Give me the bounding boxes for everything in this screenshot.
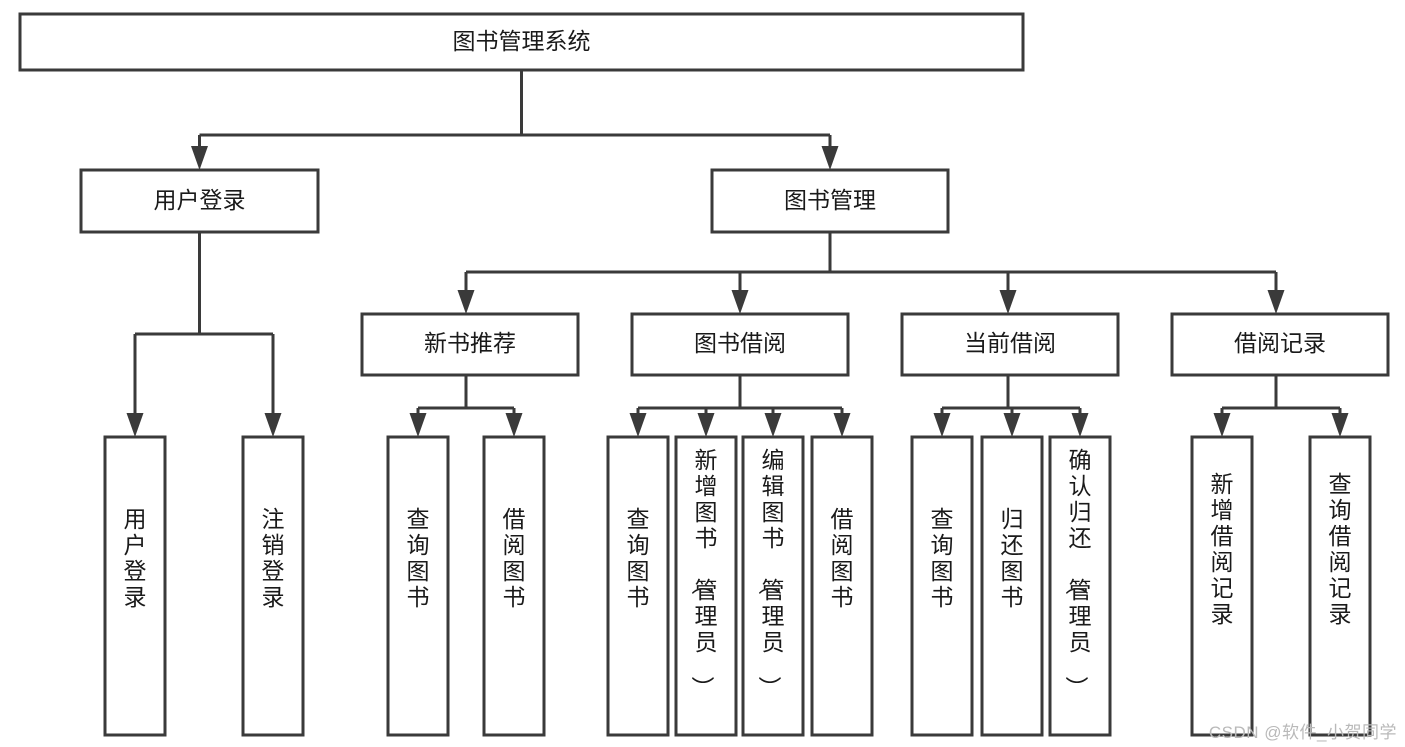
borrow-records-box[interactable]	[1170, 312, 1390, 377]
arrow-to-leaf-return-book	[1003, 413, 1021, 437]
leaf-query-record-label: 查询借阅记录	[1329, 471, 1352, 627]
arrow-to-book-management	[821, 146, 839, 170]
arrow-to-leaf-add-book	[697, 413, 715, 437]
leaf-logout-label: 注销登录	[262, 506, 285, 610]
arrow-to-new-book-recommend	[457, 290, 475, 314]
arrow-to-borrow-records	[1267, 290, 1285, 314]
arrow-to-leaf-query-book-2	[629, 413, 647, 437]
new-book-recommend-box[interactable]	[360, 312, 580, 377]
node-leaf-query-book-2[interactable]: 查询图书	[606, 435, 670, 737]
leaf-borrow-book-2-box[interactable]	[810, 435, 874, 737]
arrow-to-leaf-confirm-return	[1071, 413, 1089, 437]
current-borrow-label: 当前借阅	[964, 330, 1056, 356]
arrow-to-book-borrow	[731, 290, 749, 314]
connector-layer	[126, 70, 1349, 437]
leaf-user-login-label: 用户登录	[124, 506, 147, 610]
arrow-to-leaf-logout	[264, 413, 282, 437]
node-leaf-borrow-book-1[interactable]: 借阅图书	[482, 435, 546, 737]
node-leaf-borrow-book-2[interactable]: 借阅图书	[810, 435, 874, 737]
node-leaf-logout[interactable]: 注销登录	[241, 435, 305, 737]
leaf-confirm-return-box[interactable]	[1048, 435, 1112, 737]
borrow-records-label: 借阅记录	[1234, 330, 1326, 356]
arrow-to-leaf-borrow-book-1	[505, 413, 523, 437]
arrow-to-leaf-user-login	[126, 413, 144, 437]
leaf-query-book-3-label: 查询图书	[931, 506, 954, 610]
arrow-to-leaf-query-record	[1331, 413, 1349, 437]
node-current-borrow[interactable]: 当前借阅	[900, 312, 1120, 377]
arrow-to-leaf-edit-book	[764, 413, 782, 437]
leaf-return-book-label: 归还图书	[1001, 506, 1024, 610]
leaf-logout-box[interactable]	[241, 435, 305, 737]
root-label: 图书管理系统	[453, 28, 591, 54]
node-leaf-add-book[interactable]: 新增图书（管理员）	[674, 435, 738, 737]
node-root[interactable]: 图书管理系统	[18, 12, 1025, 72]
node-leaf-user-login[interactable]: 用户登录	[103, 435, 167, 737]
leaf-borrow-book-1-box[interactable]	[482, 435, 546, 737]
leaf-add-book-box[interactable]	[674, 435, 738, 737]
book-management-label: 图书管理	[784, 187, 876, 213]
leaf-add-record-box[interactable]	[1190, 435, 1254, 737]
node-leaf-query-record[interactable]: 查询借阅记录	[1308, 435, 1372, 737]
leaf-add-record-label: 新增借阅记录	[1211, 471, 1234, 627]
leaf-query-book-1-box[interactable]	[386, 435, 450, 737]
node-user-login[interactable]: 用户登录	[79, 168, 320, 234]
book-borrow-box[interactable]	[630, 312, 850, 377]
book-management-box[interactable]	[710, 168, 950, 234]
new-book-recommend-label: 新书推荐	[424, 330, 516, 356]
node-leaf-add-record[interactable]: 新增借阅记录	[1190, 435, 1254, 737]
leaf-borrow-book-2-label: 借阅图书	[831, 506, 854, 610]
leaf-node-group: 用户登录 注销登录 查询图书 借阅图书 查询图书 新增图书（管理员）	[103, 435, 1372, 737]
leaf-query-book-2-label: 查询图书	[627, 506, 650, 610]
arrow-to-current-borrow	[999, 290, 1017, 314]
leaf-user-login-box[interactable]	[103, 435, 167, 737]
node-leaf-confirm-return[interactable]: 确认归还（管理员）	[1048, 435, 1112, 737]
node-new-book-recommend[interactable]: 新书推荐	[360, 312, 580, 377]
leaf-edit-book-label: 编辑图书（管理员）	[757, 447, 785, 699]
node-book-management[interactable]: 图书管理	[710, 168, 950, 234]
root-box[interactable]	[18, 12, 1025, 72]
node-leaf-query-book-1[interactable]: 查询图书	[386, 435, 450, 737]
current-borrow-box[interactable]	[900, 312, 1120, 377]
leaf-borrow-book-1-label: 借阅图书	[503, 506, 526, 610]
leaf-return-book-box[interactable]	[980, 435, 1044, 737]
user-login-box[interactable]	[79, 168, 320, 234]
arrow-to-leaf-borrow-book-2	[833, 413, 851, 437]
leaf-confirm-return-label: 确认归还（管理员）	[1064, 447, 1092, 699]
arrow-to-leaf-query-book-1	[409, 413, 427, 437]
leaf-query-book-2-box[interactable]	[606, 435, 670, 737]
arrow-to-leaf-add-record	[1213, 413, 1231, 437]
node-leaf-edit-book[interactable]: 编辑图书（管理员）	[741, 435, 805, 737]
csdn-watermark: CSDN @软件_小贺同学	[1208, 723, 1397, 742]
leaf-query-book-1-label: 查询图书	[407, 506, 430, 610]
node-leaf-query-book-3[interactable]: 查询图书	[910, 435, 974, 737]
leaf-query-record-box[interactable]	[1308, 435, 1372, 737]
arrow-to-leaf-query-book-3	[933, 413, 951, 437]
node-leaf-return-book[interactable]: 归还图书	[980, 435, 1044, 737]
user-login-label: 用户登录	[154, 187, 246, 213]
node-book-borrow[interactable]: 图书借阅	[630, 312, 850, 377]
arrow-to-user-login	[191, 146, 208, 170]
node-borrow-records[interactable]: 借阅记录	[1170, 312, 1390, 377]
leaf-query-book-3-box[interactable]	[910, 435, 974, 737]
leaf-add-book-label: 新增图书（管理员）	[690, 447, 718, 699]
book-borrow-label: 图书借阅	[694, 330, 786, 356]
leaf-edit-book-box[interactable]	[741, 435, 805, 737]
